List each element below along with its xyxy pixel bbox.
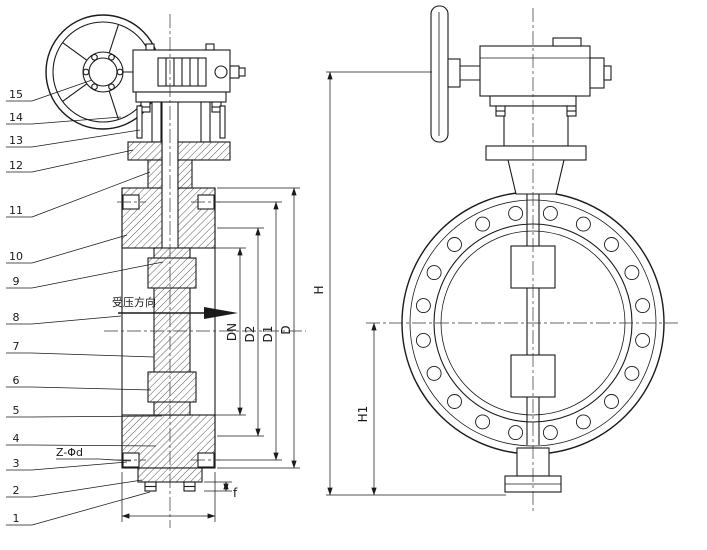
part-callout-11: 11 (9, 204, 23, 217)
part-callout-2: 2 (13, 484, 20, 497)
pressure-direction-label: 受压方向 (112, 295, 156, 309)
gland-flange-left (127, 141, 163, 161)
yoke-column-front (503, 105, 569, 147)
part-callout-9: 9 (13, 275, 20, 288)
yoke-column-right (200, 101, 211, 143)
disc-hub-upper (147, 257, 197, 289)
bolt-spec-callout: Z-Φd (56, 446, 132, 462)
handwheel-edge-view (430, 5, 449, 143)
part-callout-12: 12 (9, 159, 23, 172)
gland-flange-right (177, 141, 231, 161)
stud-right (219, 105, 226, 139)
part-callouts (6, 79, 164, 526)
stud-left (136, 105, 143, 139)
part-callout-14: 14 (9, 111, 23, 124)
dimensions-left (121, 187, 300, 522)
centerlines (104, 8, 678, 528)
part-callout-4: 4 (13, 432, 20, 445)
pressure-direction-arrow (204, 307, 238, 319)
part-callout-5: 5 (13, 404, 20, 417)
gear-actuator-section (45, 14, 246, 189)
dim-label-d1: D1 (261, 326, 275, 343)
dimensions-right (326, 71, 506, 496)
flange-bolt-holes (415, 205, 651, 441)
part-callout-7: 7 (13, 340, 20, 353)
actuator-base-plate (135, 91, 227, 103)
part-callout-1: 1 (13, 512, 20, 525)
disc-section (147, 247, 197, 416)
dim-label-f: f (233, 486, 238, 500)
part-callout-10: 10 (9, 250, 23, 263)
yoke-column-left (151, 101, 162, 143)
packing-wall-right (177, 159, 193, 189)
packing-wall-left (147, 159, 163, 189)
worm-shaft-bearing (214, 65, 228, 79)
part-callout-3: 3 (13, 457, 20, 470)
dim-label-d2: D2 (243, 326, 257, 343)
dim-label-h1: H1 (356, 406, 370, 423)
dim-label-dn: DN (225, 323, 239, 341)
part-callout-15: 15 (9, 88, 23, 101)
body-neck-front (507, 159, 565, 195)
dim-label-d: D (279, 325, 293, 334)
dim-label-h: H (312, 285, 326, 294)
handwheel-hub-front (447, 58, 461, 88)
bolt-spec-label: Z-Φd (56, 446, 83, 459)
disc-hub-lower (147, 371, 197, 403)
mounting-flange-front (485, 145, 587, 161)
pressure-direction-annotation: 受压方向 (112, 295, 238, 319)
part-callout-13: 13 (9, 134, 23, 147)
part-callout-8: 8 (13, 311, 20, 324)
part-callout-6: 6 (13, 374, 20, 387)
gearbox-front (479, 45, 591, 97)
